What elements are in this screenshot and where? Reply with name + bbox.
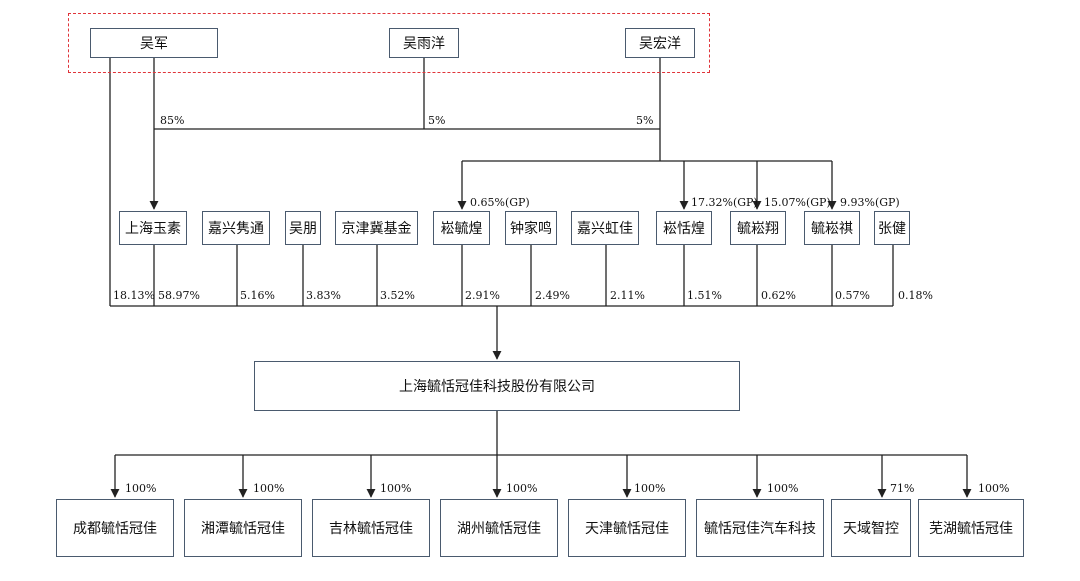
shareholder-pct: 3.83% (306, 289, 341, 302)
subsidiary-box: 成都毓恬冠佳 (56, 499, 174, 557)
shareholder-box: 崧毓煌 (433, 211, 490, 245)
pct-wu-jun-direct: 18.13% (113, 289, 155, 302)
pct-wu-yuyang-to-yusu: 5% (428, 114, 446, 127)
subsidiary-box: 天域智控 (831, 499, 911, 557)
shareholder-pct: 0.57% (835, 289, 870, 302)
subsidiary-pct: 100% (380, 482, 412, 495)
shareholder-pct: 2.49% (535, 289, 570, 302)
shareholder-pct: 1.51% (687, 289, 722, 302)
gp-stake-zong-hang-huang: 0.65%(GP) (470, 196, 530, 209)
shareholder-pct: 3.52% (380, 289, 415, 302)
shareholder-pct: 0.18% (898, 289, 933, 302)
gp-stake-hang-zong-qi: 9.93%(GP) (840, 196, 900, 209)
subsidiary-pct: 100% (506, 482, 538, 495)
gp-stake-zong-tian-huang: 17.32%(GP) (691, 196, 758, 209)
controller-wu-jun: 吴军 (90, 28, 218, 58)
shareholder-box: 钟家鸣 (505, 211, 557, 245)
subsidiary-box: 湖州毓恬冠佳 (440, 499, 558, 557)
subsidiary-pct: 71% (890, 482, 915, 495)
shareholder-box: 毓崧翔 (730, 211, 786, 245)
company-box: 上海毓恬冠佳科技股份有限公司 (254, 361, 740, 411)
shareholder-box: 吴朋 (285, 211, 321, 245)
shareholder-box: 京津冀基金 (335, 211, 418, 245)
shareholder-box: 崧恬煌 (656, 211, 712, 245)
gp-stake-hang-zong-xiang: 15.07%(GP) (764, 196, 831, 209)
shareholder-box: 嘉兴隽通 (202, 211, 270, 245)
shareholder-box: 嘉兴虹佳 (571, 211, 639, 245)
shareholder-pct: 0.62% (761, 289, 796, 302)
subsidiary-box: 毓恬冠佳汽车科技 (696, 499, 824, 557)
shareholder-pct: 58.97% (158, 289, 200, 302)
pct-wu-hongyang-to-yusu: 5% (636, 114, 654, 127)
shareholder-pct: 2.91% (465, 289, 500, 302)
shareholder-box: 毓崧祺 (804, 211, 860, 245)
actual-controllers-outline (68, 13, 710, 73)
pct-wu-jun-to-yusu: 85% (160, 114, 185, 127)
shareholder-pct: 5.16% (240, 289, 275, 302)
subsidiary-pct: 100% (767, 482, 799, 495)
subsidiary-box: 吉林毓恬冠佳 (312, 499, 430, 557)
subsidiary-box: 天津毓恬冠佳 (568, 499, 686, 557)
controller-wu-yuyang: 吴雨洋 (389, 28, 459, 58)
shareholder-box: 张健 (874, 211, 910, 245)
subsidiary-box: 芜湖毓恬冠佳 (918, 499, 1024, 557)
subsidiary-pct: 100% (978, 482, 1010, 495)
subsidiary-pct: 100% (125, 482, 157, 495)
subsidiary-pct: 100% (253, 482, 285, 495)
subsidiary-box: 湘潭毓恬冠佳 (184, 499, 302, 557)
controller-wu-hongyang: 吴宏洋 (625, 28, 695, 58)
shareholder-box: 上海玉素 (119, 211, 187, 245)
shareholder-pct: 2.11% (610, 289, 645, 302)
subsidiary-pct: 100% (634, 482, 666, 495)
